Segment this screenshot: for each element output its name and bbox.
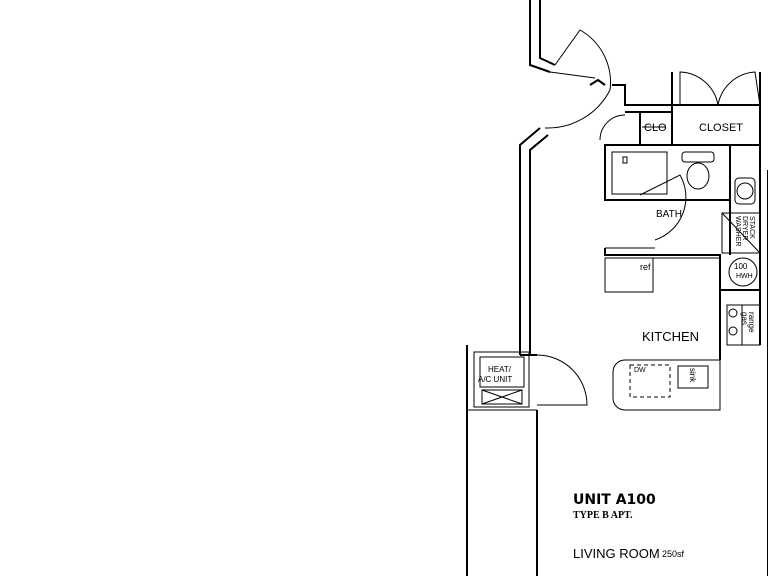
water-heater-label: HWH — [736, 273, 753, 280]
water-heater-value: 100 — [734, 262, 748, 271]
svg-text:WASHER: WASHER — [734, 216, 741, 246]
unit-type: TYPE B APT. — [573, 510, 633, 521]
svg-text:range: range — [747, 312, 756, 333]
svg-text:gas: gas — [740, 312, 749, 325]
svg-text:STACK: STACK — [748, 216, 755, 239]
dw-label: DW — [634, 367, 646, 374]
range-label: gas range — [740, 312, 756, 333]
exterior-walls — [466, 0, 768, 576]
ac-unit-label: A/C UNIT — [478, 375, 512, 384]
kitchen-label: KITCHEN — [642, 329, 699, 344]
bath-label: BATH — [656, 209, 682, 220]
living-room-area: 250sf — [662, 549, 685, 559]
living-room-label: LIVING ROOM — [573, 546, 660, 561]
svg-text:sink: sink — [688, 368, 697, 383]
closet-label: CLOSET — [699, 122, 743, 134]
clo-label: CLO — [644, 122, 667, 134]
ref-label: ref — [640, 262, 651, 272]
doors — [536, 29, 761, 406]
unit-name: UNIT A100 — [573, 492, 656, 508]
washer-dryer-label: WASHER DRYER STACK — [734, 216, 755, 246]
svg-text:DRYER: DRYER — [741, 216, 748, 240]
fixtures — [473, 151, 761, 411]
sink-label: sink — [688, 368, 697, 383]
heat-label: HEAT/ — [488, 365, 512, 374]
